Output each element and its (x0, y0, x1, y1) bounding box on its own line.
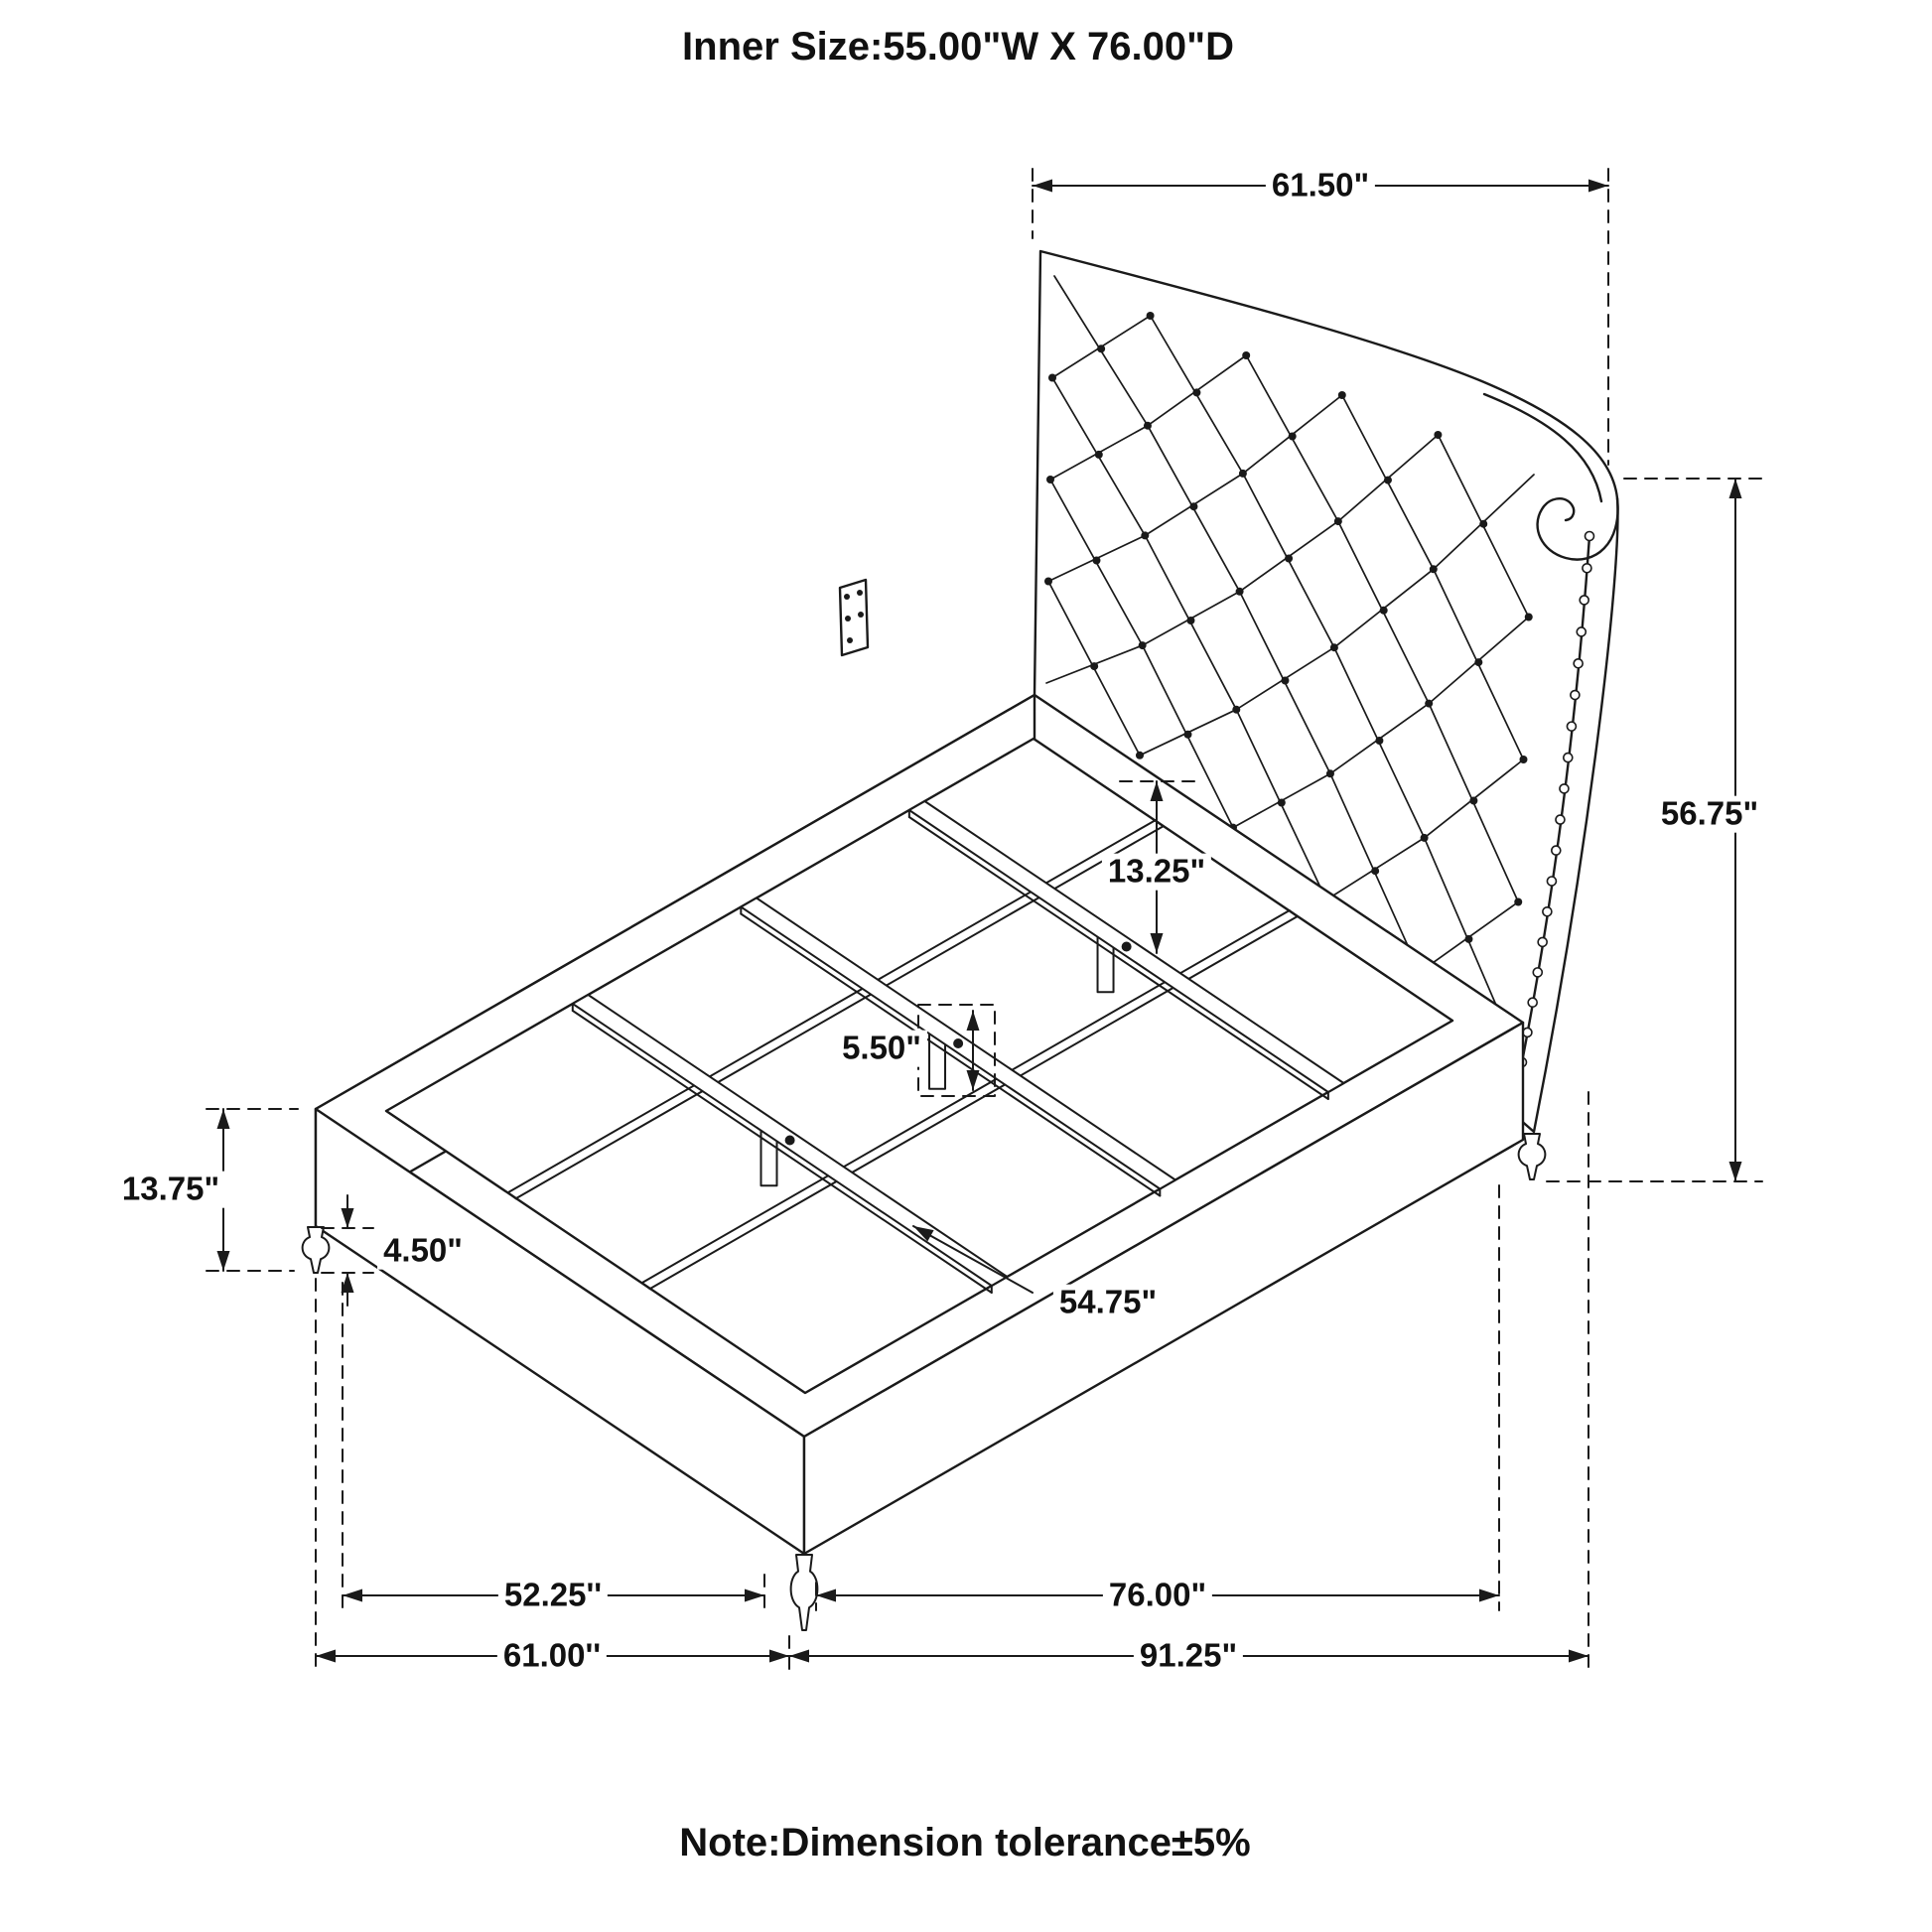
dim-center-leg-height-label: 5.50" (836, 1030, 927, 1067)
headboard-scroll-spiral (1536, 496, 1619, 561)
dim-slat-length-label: 54.75" (1052, 1284, 1164, 1321)
dim-outer-length-label: 91.25" (1133, 1637, 1244, 1675)
dim-foot-leg-height-label: 4.50" (377, 1232, 469, 1270)
corner-feet (301, 1133, 1547, 1631)
headboard-outline (1033, 249, 1619, 1134)
nailhead-trim-line (1520, 534, 1591, 1064)
headboard-drawing (1033, 249, 1619, 1134)
dim-headboard-width-label: 61.50" (1265, 167, 1376, 205)
frame-right-face (802, 1021, 1525, 1556)
nailhead-trim (1516, 530, 1595, 1068)
dim-inner-length-label: 76.00" (1102, 1577, 1213, 1614)
dim-outer-width-label: 61.00'' (496, 1637, 608, 1675)
page-title: Inner Size:55.00"W X 76.00"D (674, 24, 1242, 69)
headboard-roll-line (1482, 392, 1603, 503)
dim-headboard-height-label: 56.75" (1654, 795, 1765, 833)
dim-inner-width-label: 52.25'' (497, 1577, 609, 1614)
tolerance-note: Note:Dimension tolerance±5% (671, 1820, 1259, 1865)
dim-rail-floor-height-label: 13.75" (115, 1171, 226, 1208)
slats (571, 800, 1345, 1294)
headboard-bracket (838, 578, 870, 657)
dim-headboard-to-slat-label: 13.25" (1101, 853, 1212, 891)
